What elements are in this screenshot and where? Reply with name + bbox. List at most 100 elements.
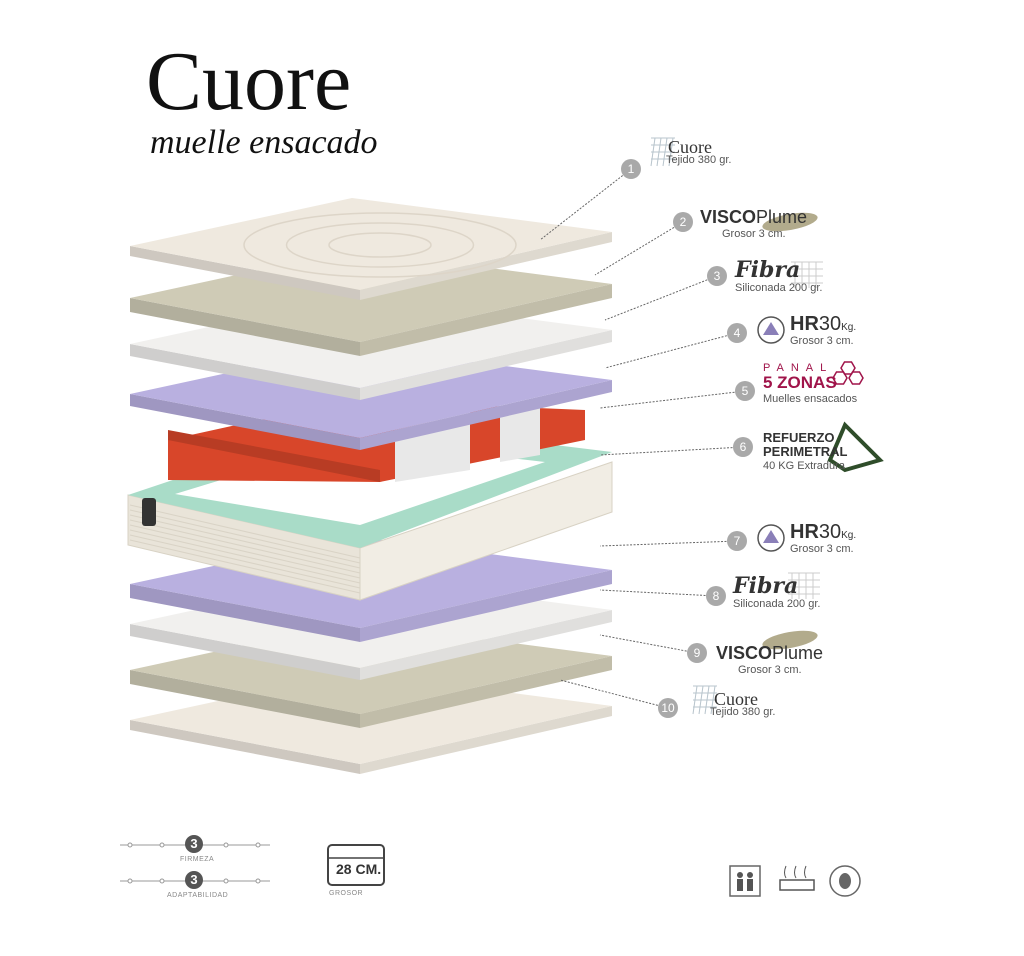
airflow-arrow [804, 865, 807, 879]
anti-mite-icon [829, 865, 861, 897]
product-subtitle: muelle ensacado [150, 124, 378, 161]
callout-sub: Siliconada 200 gr. [733, 598, 821, 611]
person-body [747, 879, 753, 891]
layer-side-right [360, 706, 612, 774]
leader-line [559, 679, 669, 709]
quilting-pattern [328, 232, 432, 258]
brand-bold: VISCO [716, 643, 773, 663]
firmeza-label: FIRMEZA [180, 856, 215, 863]
leader-line [594, 221, 684, 276]
quilting-line [129, 524, 361, 579]
layer-side-right [360, 284, 612, 356]
scale-dot [127, 878, 133, 884]
brand-perimetral: PERIMETRAL [763, 443, 848, 459]
feather-icon [762, 630, 818, 650]
callout-sub: 40 KG Extradura [763, 460, 845, 473]
callout-number-5: 5 [735, 381, 755, 401]
callout-8: Fibra Siliconada 200 gr. [733, 574, 820, 610]
foam-cell-icon [757, 524, 785, 552]
brand-viscoplume: VISCOPlume [716, 643, 824, 664]
layer-side-left [130, 584, 360, 642]
callout-sub: Grosor 3 cm. [738, 663, 802, 676]
honeycomb-icon [848, 371, 864, 385]
quilting-line [129, 534, 361, 589]
callout-sub: Tejido 380 gr. [710, 705, 776, 718]
mesh-icon [710, 685, 716, 715]
grosor-label: GROSOR [329, 890, 364, 897]
leader-line [599, 446, 744, 456]
callout-2: VISCOPlume Grosor 3 cm. [700, 207, 808, 240]
brand-bold: HR [790, 313, 819, 335]
leader-line [599, 390, 746, 409]
layer-side-right [360, 570, 612, 642]
scale-dot [159, 842, 165, 848]
callout-number-6: 6 [733, 437, 753, 457]
brand-light: Plume [756, 207, 808, 227]
quilting-pattern [243, 212, 517, 278]
person-head [737, 872, 743, 878]
scale-dot [255, 878, 261, 884]
callout-number-4: 4 [727, 323, 747, 343]
callout-9: VISCOPlume Grosor 3 cm. [716, 643, 824, 676]
callout-number-3: 3 [707, 266, 727, 286]
callout-sub: Grosor 3 cm. [790, 543, 854, 555]
quilting-line [129, 529, 361, 584]
brand-5-zonas: 5 ZONAS [763, 373, 837, 393]
brand-hr30: HR30Kg. [790, 521, 856, 543]
brand-cuore: Cuore [668, 137, 712, 157]
callout-10: Cuore Tejido 380 gr. [690, 689, 776, 718]
callout-sub: Siliconada 200 gr. [735, 282, 823, 295]
leader-line [599, 589, 717, 597]
brand-hr30: HR30Kg. [790, 313, 856, 335]
layer-side-left [130, 624, 360, 680]
brand-bold: VISCO [700, 207, 757, 227]
airflow-arrow [794, 865, 797, 879]
brand-light: 30 [818, 313, 842, 335]
callout-sub: Grosor 3 cm. [790, 335, 854, 347]
breathable-icon [779, 879, 815, 891]
layer-side-right [360, 380, 612, 450]
callout-4: HR30Kg. Grosor 3 cm. [790, 313, 856, 347]
callout-3: Fibra Siliconada 200 gr. [735, 258, 822, 294]
quilting-line [129, 509, 361, 564]
layer-side-right [360, 610, 612, 680]
scale-dot [223, 878, 229, 884]
scale-dot [223, 842, 229, 848]
quilting-line [129, 514, 361, 569]
callout-number-9: 9 [687, 643, 707, 663]
brand-cuore: Cuore [714, 689, 758, 709]
leader-line [599, 540, 738, 547]
person-body [737, 879, 743, 891]
firmeza-value: 3 [185, 835, 203, 853]
foam-cell-icon [757, 316, 785, 344]
layer-side-right [360, 330, 612, 400]
leader-line [604, 275, 718, 321]
callout-sub: Muelles ensacados [763, 392, 858, 405]
airflow-arrow [784, 865, 787, 879]
scale-dot [127, 842, 133, 848]
feather-icon [762, 212, 818, 232]
adaptabilidad-value: 3 [185, 871, 203, 889]
person-head [747, 872, 753, 878]
brand-unit: Kg. [841, 322, 857, 333]
brand-light: Plume [772, 643, 824, 663]
product-title: Cuore [146, 35, 352, 128]
brand-viscoplume: VISCOPlume [700, 207, 808, 228]
perimeter-frame-icon [827, 421, 884, 473]
mite-body [839, 873, 851, 889]
callout-number-10: 10 [658, 698, 678, 718]
layer-side-left [130, 246, 360, 300]
layer-1 [130, 198, 612, 300]
foam-cell-icon-inner [763, 530, 779, 543]
mattress-thickness-icon [327, 844, 385, 886]
brand-bold: HR [790, 521, 819, 543]
brand-unit: Kg. [841, 530, 857, 541]
label-tag [142, 498, 156, 526]
callout-sub: Grosor 3 cm. [722, 227, 786, 240]
callout-number-7: 7 [727, 531, 747, 551]
leader-line [599, 634, 698, 654]
layer-side-right [360, 656, 612, 728]
callout-number-8: 8 [706, 586, 726, 606]
callout-number-2: 2 [673, 212, 693, 232]
